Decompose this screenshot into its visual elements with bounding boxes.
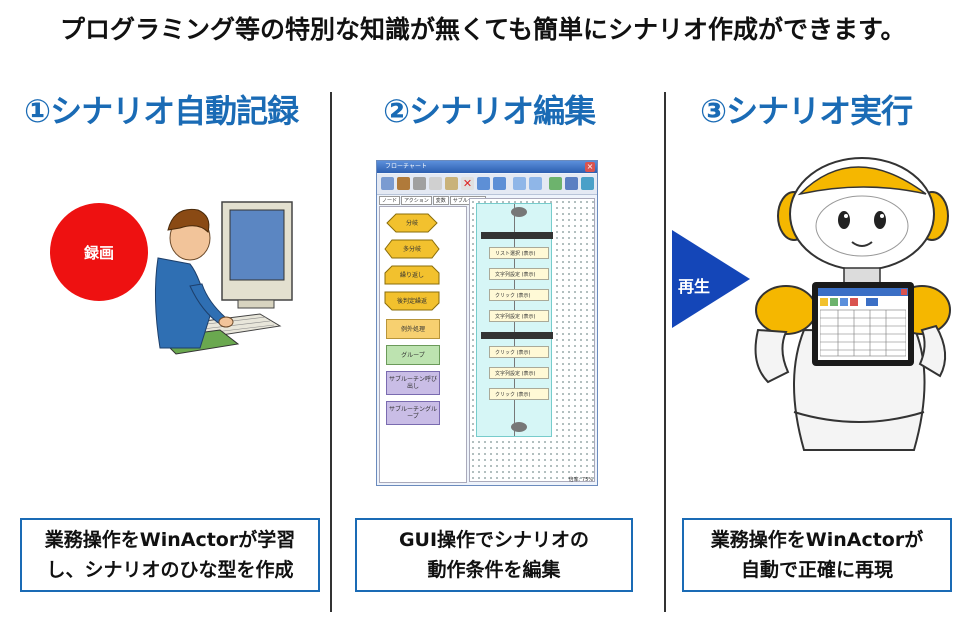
window-title: フローチャート	[377, 161, 597, 173]
play-badge: 再生	[678, 277, 711, 296]
flow-main-group: リスト選択 (表示) 文字列設定 (表示) クリック (表示) 文字列設定 (表…	[476, 203, 553, 437]
palette-item-subroutine-call[interactable]: サブルーチン呼び出し	[386, 371, 440, 395]
zoom-status: 倍率: 75%	[568, 477, 593, 483]
loop-shape	[384, 265, 440, 285]
copy-icon[interactable]	[429, 177, 442, 190]
toolbar: ✕	[377, 174, 597, 195]
flow-end-node	[511, 422, 527, 432]
zoom-in-icon[interactable]	[513, 177, 526, 190]
window-icon[interactable]	[565, 177, 578, 190]
grid-icon[interactable]	[581, 177, 594, 190]
section-title-edit: ②シナリオ編集	[383, 92, 596, 130]
palette-item-branch[interactable]: 分岐	[405, 219, 418, 227]
section-title-run: ③シナリオ実行	[700, 92, 913, 130]
person-at-computer-illustration	[154, 201, 293, 355]
close-icon[interactable]: ×	[585, 162, 595, 172]
record-badge: 録画	[50, 203, 148, 301]
open-icon[interactable]	[397, 177, 410, 190]
caption-run: 業務操作をWinActorが自動で正確に再現	[682, 518, 952, 592]
flow-node[interactable]: クリック (表示)	[489, 346, 549, 358]
palette-item-multi-branch[interactable]: 多分岐	[402, 245, 421, 253]
cut-icon[interactable]	[413, 177, 426, 190]
tab-action[interactable]: アクション	[401, 196, 432, 205]
flow-node[interactable]: 文字列設定 (表示)	[489, 268, 549, 280]
paste-icon[interactable]	[445, 177, 458, 190]
flow-node[interactable]: リスト選択 (表示)	[489, 247, 549, 259]
caption-edit: GUI操作でシナリオの動作条件を編集	[355, 518, 633, 592]
flow-node[interactable]: 文字列設定 (表示)	[489, 310, 549, 322]
tab-node[interactable]: ノード	[379, 196, 401, 205]
divider-right	[664, 92, 666, 612]
tablet-titlebar	[818, 288, 908, 296]
section-title-record: ①シナリオ自動記録	[24, 92, 299, 130]
undo-icon[interactable]	[477, 177, 490, 190]
redo-icon[interactable]	[493, 177, 506, 190]
flow-group-bar-1	[481, 232, 553, 239]
caption-record-line2: し、シナリオのひな型を作成	[46, 559, 294, 581]
play-arrow-icon	[672, 230, 750, 328]
palette-item-post-loop[interactable]: 後判定繰返	[396, 297, 427, 305]
tablet-screen	[818, 288, 908, 360]
palette-item-exception[interactable]: 例外処理	[386, 319, 440, 339]
node-palette: 分岐 多分岐 繰り返し 後判定繰返 例外処理 グループ サブルーチン呼び出し サ…	[379, 206, 467, 483]
flow-start-node	[511, 207, 527, 217]
multi-branch-shape	[384, 239, 440, 259]
flow-node[interactable]: クリック (表示)	[489, 388, 549, 400]
branch-shape	[386, 213, 438, 233]
flowchart-window: フローチャート × ✕ ノードアクション変数サブルーチン 分岐 多分岐 繰り返し…	[376, 160, 598, 486]
close-icon	[901, 289, 907, 295]
run-icon[interactable]	[549, 177, 562, 190]
delete-icon[interactable]: ✕	[461, 177, 474, 190]
palette-item-subroutine-group[interactable]: サブルーチングループ	[386, 401, 440, 425]
flow-canvas[interactable]: リスト選択 (表示) 文字列設定 (表示) クリック (表示) 文字列設定 (表…	[469, 198, 595, 482]
tab-variable[interactable]: 変数	[432, 196, 449, 205]
caption-run-line2: 自動で正確に再現	[740, 559, 893, 581]
caption-edit-line1: GUI操作でシナリオの	[398, 529, 590, 551]
flow-group-bar-2	[481, 332, 553, 339]
new-icon[interactable]	[381, 177, 394, 190]
palette-item-loop[interactable]: 繰り返し	[399, 271, 424, 279]
palette-tabs: ノードアクション変数サブルーチン	[379, 196, 487, 205]
palette-item-group[interactable]: グループ	[386, 345, 440, 365]
robot-tablet	[812, 282, 914, 366]
zoom-out-icon[interactable]	[529, 177, 542, 190]
caption-edit-line2: 動作条件を編集	[427, 559, 561, 581]
caption-record-line1: 業務操作をWinActorが学習	[44, 529, 296, 551]
caption-run-line1: 業務操作をWinActorが	[710, 529, 924, 551]
flow-node[interactable]: クリック (表示)	[489, 289, 549, 301]
tablet-table-icon	[820, 298, 906, 357]
headline: プログラミング等の特別な知識が無くても簡単にシナリオ作成ができます。	[60, 15, 906, 44]
divider-left	[330, 92, 332, 612]
post-loop-shape	[384, 291, 440, 311]
caption-record: 業務操作をWinActorが学習し、シナリオのひな型を作成	[20, 518, 320, 592]
flow-node[interactable]: 文字列設定 (表示)	[489, 367, 549, 379]
